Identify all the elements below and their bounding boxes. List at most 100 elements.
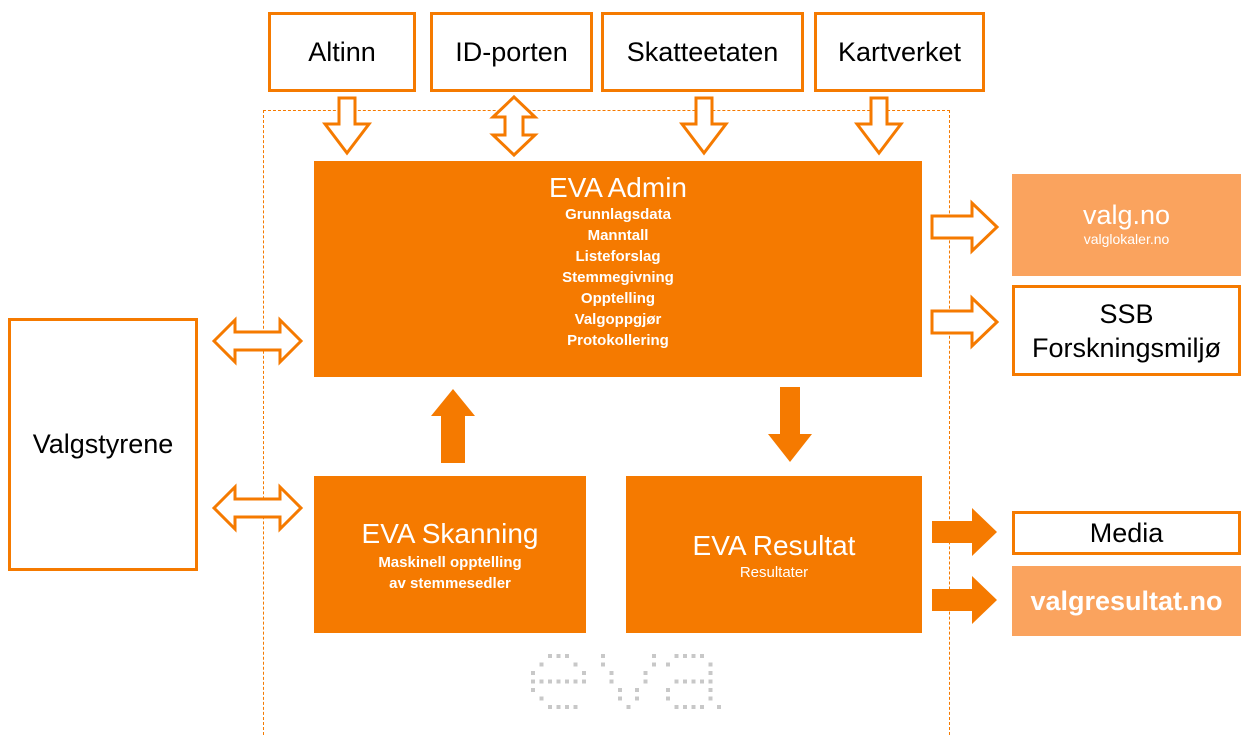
eva-admin-item: Manntall bbox=[587, 227, 649, 244]
logo-dot bbox=[531, 671, 535, 675]
logo-dot bbox=[666, 696, 670, 701]
valgresultat-label: valgresultat.no bbox=[1030, 585, 1223, 616]
logo-dot bbox=[582, 679, 586, 684]
source-label: Skatteetaten bbox=[626, 36, 779, 67]
arrow-bidir-admin-valgstyrene bbox=[211, 316, 304, 366]
eva-skanning-subtitle-2: av stemmesedler bbox=[389, 575, 511, 592]
logo-dot bbox=[635, 696, 639, 701]
valgstyrene-box: Valgstyrene bbox=[8, 318, 198, 571]
logo-dot bbox=[556, 654, 561, 658]
arrow-bidir-skanning-valgstyrene bbox=[211, 483, 304, 533]
media-box: Media bbox=[1012, 511, 1241, 555]
arrow-down-skatteetaten bbox=[678, 96, 730, 156]
logo-dot bbox=[618, 688, 622, 692]
eva-logo bbox=[531, 654, 721, 709]
valgstyrene-label: Valgstyrene bbox=[32, 429, 174, 459]
logo-dot bbox=[643, 679, 648, 684]
logo-dot bbox=[601, 654, 605, 658]
source-label: ID-porten bbox=[455, 36, 568, 67]
arrow-up-skanning-to-admin bbox=[431, 389, 475, 463]
eva-skanning-box: EVA Skanning Maskinell opptelling av ste… bbox=[314, 476, 586, 633]
eva-skanning-title: EVA Skanning bbox=[361, 518, 539, 549]
logo-dot bbox=[618, 696, 622, 701]
logo-dot bbox=[548, 705, 552, 709]
logo-dot bbox=[708, 688, 713, 692]
logo-dot bbox=[609, 671, 614, 675]
eva-skanning-subtitle-1: Maskinell opptelling bbox=[378, 554, 522, 571]
eva-admin-item: Grunnlagsdata bbox=[565, 206, 671, 223]
source-label: Kartverket bbox=[837, 36, 962, 67]
arrow-down-altinn bbox=[321, 96, 373, 156]
logo-dot bbox=[565, 654, 569, 658]
logo-dot bbox=[635, 688, 639, 692]
logo-dot bbox=[708, 671, 713, 675]
eva-admin-item: Valgoppgjør bbox=[574, 311, 662, 328]
logo-dot bbox=[601, 662, 605, 667]
eva-resultat-subtitle: Resultater bbox=[739, 564, 809, 581]
logo-dot bbox=[708, 662, 713, 667]
arrow-right-media bbox=[932, 508, 997, 556]
eva-resultat-box: EVA Resultat Resultater bbox=[626, 476, 922, 633]
arrow-bidir-id-porten bbox=[489, 94, 539, 158]
logo-dot bbox=[666, 662, 670, 667]
logo-dot bbox=[548, 679, 552, 684]
valg-no-subtitle: valglokaler.no bbox=[1083, 231, 1170, 247]
eva-admin-item: Listeforslag bbox=[575, 248, 661, 265]
logo-dot bbox=[531, 679, 535, 684]
logo-dot bbox=[652, 662, 656, 667]
eva-system-boundary bbox=[263, 110, 950, 735]
arrow-right-ssb bbox=[930, 294, 1000, 350]
logo-dot bbox=[548, 654, 552, 658]
eva-resultat-title: EVA Resultat bbox=[692, 530, 856, 561]
media-label: Media bbox=[1089, 517, 1164, 548]
source-kartverket: Kartverket bbox=[814, 12, 985, 92]
valgresultat-box: valgresultat.no bbox=[1012, 566, 1241, 636]
logo-dot bbox=[700, 679, 704, 684]
eva-admin-item: Stemmegivning bbox=[562, 269, 674, 286]
valg-no-title: valg.no bbox=[1082, 200, 1171, 230]
logo-dot bbox=[674, 705, 679, 709]
ssb-line-1: SSB bbox=[1099, 299, 1154, 329]
logo-dot bbox=[539, 696, 544, 701]
source-label: Altinn bbox=[308, 36, 376, 67]
eva-admin-title: EVA Admin bbox=[548, 172, 687, 203]
eva-admin-box: EVA Admin Grunnlagsdata Manntall Listefo… bbox=[314, 161, 922, 377]
ssb-box: SSB Forskningsmiljø bbox=[1012, 285, 1241, 376]
source-skatteetaten: Skatteetaten bbox=[601, 12, 804, 92]
logo-dot bbox=[691, 705, 696, 709]
logo-dot bbox=[539, 679, 544, 684]
logo-dot bbox=[565, 679, 569, 684]
eva-admin-item: Protokollering bbox=[567, 332, 669, 349]
logo-dot bbox=[565, 705, 569, 709]
logo-dot bbox=[609, 679, 614, 684]
logo-dot bbox=[582, 671, 586, 675]
logo-dot bbox=[691, 679, 696, 684]
eva-admin-item: Opptelling bbox=[580, 290, 656, 307]
logo-dot bbox=[700, 654, 704, 658]
logo-dot bbox=[626, 705, 631, 709]
logo-dot bbox=[708, 696, 713, 701]
logo-dot bbox=[717, 705, 721, 709]
logo-dot bbox=[700, 705, 704, 709]
logo-dot bbox=[674, 679, 679, 684]
logo-dot bbox=[691, 654, 696, 658]
arrow-down-kartverket bbox=[853, 96, 905, 156]
arrow-down-admin-to-resultat bbox=[768, 387, 812, 462]
logo-dot bbox=[573, 662, 578, 667]
logo-dot bbox=[539, 662, 544, 667]
logo-dot bbox=[643, 671, 648, 675]
source-id-porten: ID-porten bbox=[430, 12, 593, 92]
logo-dot bbox=[556, 679, 561, 684]
source-altinn: Altinn bbox=[268, 12, 416, 92]
logo-dot bbox=[652, 654, 656, 658]
arrow-right-valgresultat bbox=[932, 576, 997, 624]
logo-dot bbox=[573, 705, 578, 709]
ssb-line-2: Forskningsmiljø bbox=[1031, 333, 1222, 363]
logo-dot bbox=[666, 688, 670, 692]
logo-dot bbox=[683, 705, 687, 709]
logo-dot bbox=[683, 679, 687, 684]
logo-dot bbox=[683, 654, 687, 658]
valg-no-box: valg.no valglokaler.no bbox=[1012, 174, 1241, 276]
logo-dot bbox=[573, 679, 578, 684]
